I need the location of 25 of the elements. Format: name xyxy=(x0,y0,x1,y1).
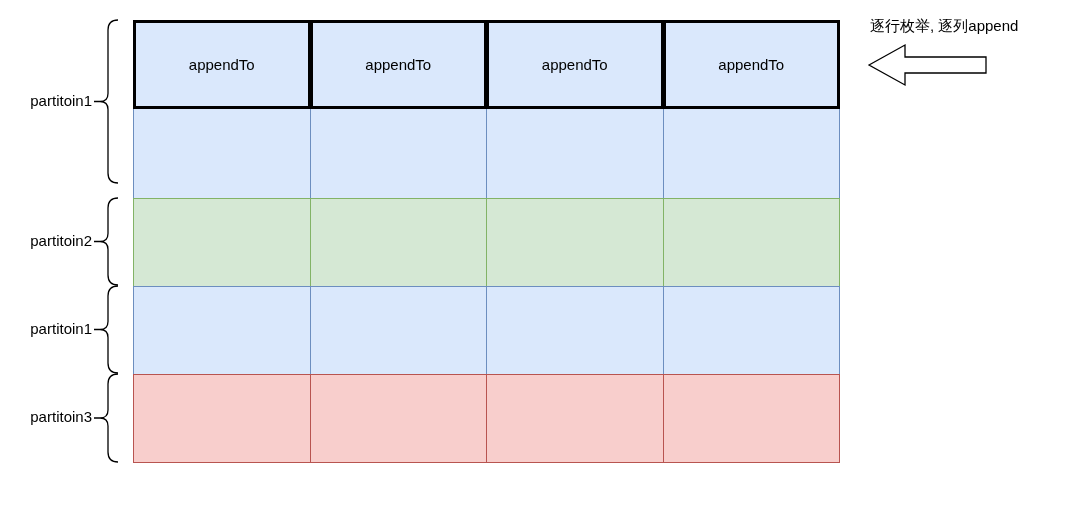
table-cell xyxy=(662,198,840,287)
partition-label: partitoin3 xyxy=(30,408,92,425)
table-cell xyxy=(486,198,664,287)
table-cell xyxy=(486,374,664,463)
table-cell xyxy=(133,286,311,375)
table-cell xyxy=(309,374,487,463)
partition-label: partitoin1 xyxy=(30,91,92,109)
table-cell xyxy=(309,198,487,287)
table-cell xyxy=(486,286,664,375)
table-cell xyxy=(662,286,840,375)
table-cell: appendTo xyxy=(662,20,840,109)
note-text: 逐行枚举, 逐列append xyxy=(870,17,1019,36)
partition-label: partitoin2 xyxy=(30,231,92,249)
table-cell xyxy=(662,108,840,199)
table-cell xyxy=(133,198,311,287)
table-cell xyxy=(309,286,487,375)
table-cell xyxy=(486,108,664,199)
table-cell xyxy=(662,374,840,463)
table-cell xyxy=(133,108,311,199)
table-cell: appendTo xyxy=(309,20,487,109)
table-cell: appendTo xyxy=(133,20,311,109)
table-cell: appendTo xyxy=(486,20,664,109)
table-cell xyxy=(133,374,311,463)
table-cell xyxy=(309,108,487,199)
partition-label: partitoin1 xyxy=(30,319,92,337)
